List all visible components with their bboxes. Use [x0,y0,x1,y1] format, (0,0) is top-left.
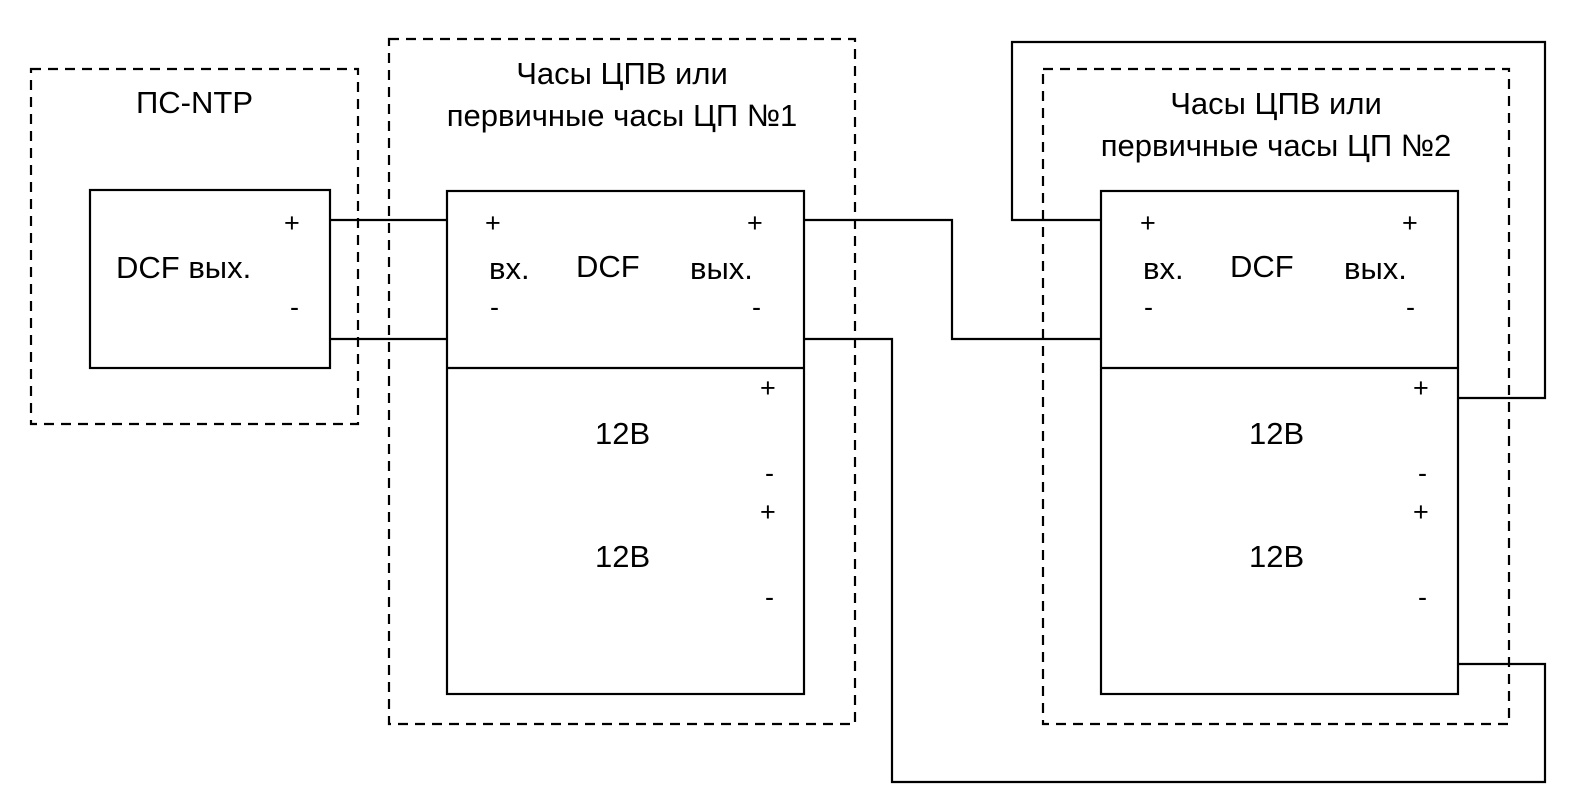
clock1-psu2-label: 12В [595,539,651,574]
ntp-title: ПС-NTP [136,85,253,120]
clock2-psu1-plus-terminal: + [1413,373,1429,403]
clock2-psu1-label: 12В [1249,416,1305,451]
clock2-in-plus-terminal: + [1140,208,1156,238]
clock1-psu2-plus-terminal: + [760,497,776,527]
clock1-title-line2: первичные часы ЦП №1 [446,98,798,133]
clock1-psu1-plus-terminal: + [760,373,776,403]
clock1-in-plus-terminal: + [485,208,501,238]
clock1-block [445,189,806,696]
clock2-out-label: вых. [1344,251,1407,286]
clock2-block [1099,189,1460,696]
clock2-in-label: вх. [1143,251,1184,286]
clock1-out-plus-terminal: + [747,208,763,238]
ntp-plus-terminal: + [284,208,300,238]
wire-clock1-out-minus-to-clock2-psu-minus [804,337,1547,784]
wire-clock1-out-plus-to-clock2-in [804,218,1101,341]
clock2-out-minus-terminal: - [1406,292,1415,322]
clock1-dcf-label: DCF [576,249,640,284]
clock2-title-line1: Часы ЦПВ или [1170,86,1382,121]
clock1-in-minus-terminal: - [490,292,499,322]
clock1-out-label: вых. [690,251,753,286]
clock1-psu2-minus-terminal: - [765,582,774,612]
ntp-minus-terminal: - [290,292,299,322]
clock1-group-boundary [387,37,857,726]
wire-clock2-in-plus-to-clock2-psu-plus [1010,40,1547,400]
clock2-psu2-label: 12В [1249,539,1305,574]
clock1-title-line1: Часы ЦПВ или [516,56,728,91]
clock2-psu1-minus-terminal: - [1418,458,1427,488]
clock2-psu2-plus-terminal: + [1413,497,1429,527]
clock2-in-minus-terminal: - [1144,292,1153,322]
clock2-out-plus-terminal: + [1402,208,1418,238]
clock2-psu2-minus-terminal: - [1418,582,1427,612]
clock2-title-line2: первичные часы ЦП №2 [1100,128,1452,163]
clock2-group-boundary [1041,67,1511,726]
ntp-dcf-block [88,188,332,370]
clock1-out-minus-terminal: - [752,292,761,322]
ntp-dcf-out-label: DCF вых. [116,250,252,285]
clock1-psu1-label: 12В [595,416,651,451]
clock1-in-label: вх. [489,251,530,286]
clock1-psu1-minus-terminal: - [765,458,774,488]
clock2-dcf-label: DCF [1230,249,1294,284]
